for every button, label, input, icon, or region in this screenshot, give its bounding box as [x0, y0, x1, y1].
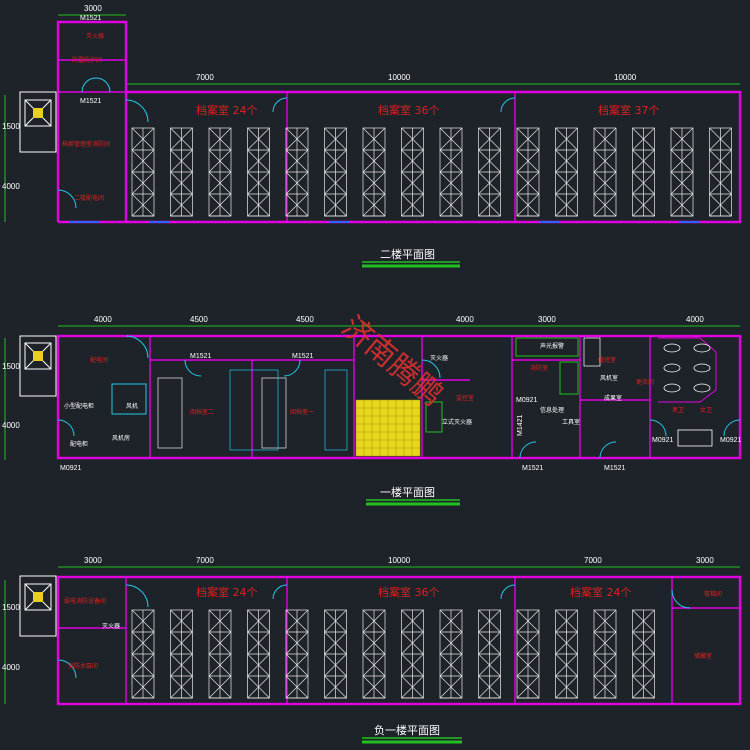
room-label: 立式灭火器 [442, 418, 472, 426]
room-label: 配电间 [90, 356, 108, 364]
room-label: 工具室 [562, 418, 580, 426]
room-label: 储藏室 [694, 652, 712, 660]
door-tag: M1521 [190, 353, 212, 360]
dim-label: 1500 [2, 122, 20, 131]
door-tag: M0921 [652, 437, 674, 444]
basement-plan: 3000 7000 10000 7000 3000 1500 4000 弱电消防… [2, 556, 742, 744]
fan-unit [111, 383, 147, 415]
dim-label: 10000 [388, 73, 411, 82]
dim-label: 3000 [696, 556, 714, 565]
second-floor-plan: 3000 7000 10000 10000 1500 4000 M1521 M1… [2, 4, 742, 268]
dim-label: 4000 [2, 421, 20, 430]
room-label: 男卫 [672, 407, 684, 414]
dim-label: 7000 [196, 73, 214, 82]
door-tag: M1521 [80, 98, 102, 105]
dim-label: 7000 [196, 556, 214, 565]
room-label: 风机房 [112, 434, 130, 442]
room-label: 灭火器 [430, 355, 448, 362]
room-label: 配电柜 [70, 440, 88, 448]
dim-label: 4000 [2, 182, 20, 191]
door-tag: M1521 [292, 353, 314, 360]
room-label: 小型配电柜 [64, 402, 94, 410]
dim-label: 3000 [84, 4, 102, 13]
room-label: 灭火器 [102, 623, 120, 630]
dim-label: 1500 [2, 362, 20, 371]
room-label: 二楼配电间 [74, 194, 104, 202]
room-label: 消防室 [530, 364, 548, 372]
dim-label: 4000 [456, 315, 474, 324]
room-label: 档案室 36个 [378, 585, 440, 599]
door-tag: M1421 [517, 414, 524, 436]
dim-label: 3000 [84, 556, 102, 565]
door-tag: M0921 [60, 465, 82, 472]
room-label: 楼梯间 [704, 590, 722, 598]
first-floor-plan: 4000 4500 4500 4000 3000 4000 1500 4000 [2, 315, 742, 506]
room-label: 成果室 [604, 394, 622, 402]
dim-label: 3000 [538, 315, 556, 324]
room-label: 值班室 [598, 356, 616, 364]
dim-label: 10000 [388, 556, 411, 565]
plan-title: 二楼平面图 [380, 247, 435, 261]
room-label: 灭火器 [86, 33, 104, 40]
door-tag: M1521 [604, 465, 626, 472]
dim-label: 10000 [614, 73, 637, 82]
stair-box [19, 91, 57, 153]
dim-label: 1500 [2, 603, 20, 612]
room-label: 女卫 [700, 406, 712, 414]
plan-title: 一楼平面图 [380, 485, 435, 499]
dim-label: 4000 [2, 663, 20, 672]
plan-title: 负一楼平面图 [374, 723, 440, 737]
dim-label: 4500 [296, 315, 314, 324]
dim-label: 4500 [190, 315, 208, 324]
room-label: 档案室 24个 [196, 103, 258, 117]
room-label: 消防水泵间 [68, 662, 98, 670]
archive-rack-group [131, 609, 655, 699]
room-label: 档案管理室消防间 [62, 140, 110, 148]
room-label: 防雷防护间 [72, 56, 102, 64]
room-label: 风机室 [600, 374, 618, 382]
stair-box [19, 575, 57, 637]
stair-icon [24, 583, 52, 611]
stair-box [19, 335, 57, 397]
stair-icon [24, 99, 52, 127]
room-label: 档案室 24个 [196, 585, 258, 599]
room-label: 档案室 24个 [570, 585, 632, 599]
dim-label: 4000 [686, 315, 704, 324]
door-tag: M1521 [80, 15, 102, 22]
room-label: 监控室 [456, 394, 474, 402]
room-label: 风机 [126, 402, 138, 410]
room-label: 档案室 36个 [378, 103, 440, 117]
room-label: 阅档室二 [190, 408, 214, 416]
toilet-stalls [658, 337, 717, 447]
room-label: 信息处理 [540, 406, 564, 414]
room-label: 更衣间 [636, 378, 654, 386]
door-tag: M0921 [516, 397, 538, 404]
room-label: 弱电消防设备间 [64, 597, 106, 605]
dim-label: 4000 [94, 315, 112, 324]
door-tag: M1521 [522, 465, 544, 472]
room-label: 档案室 37个 [598, 103, 660, 117]
room-label: 阅档室一 [290, 408, 314, 416]
dim-label: 7000 [584, 556, 602, 565]
room-label: 声光报警 [540, 342, 564, 350]
door-tag: M0921 [720, 437, 742, 444]
archive-rack-group [131, 127, 732, 217]
stair-icon [24, 342, 52, 370]
